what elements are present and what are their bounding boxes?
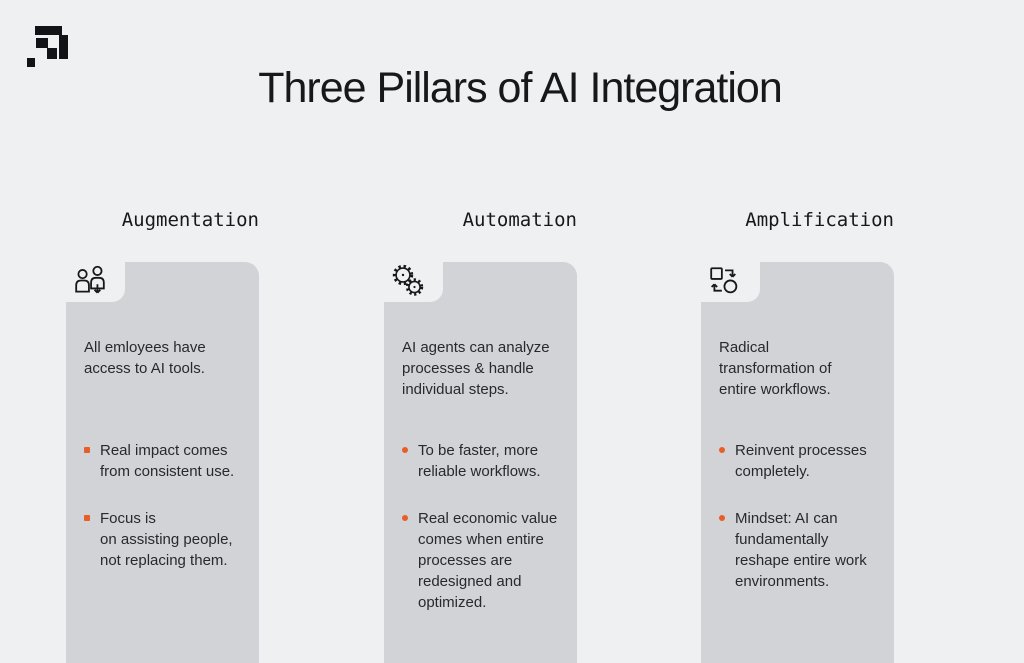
bullet-text: To be faster, more reliable workflows.	[418, 442, 541, 480]
bullet-marker	[84, 515, 90, 521]
bullet-text: Focus is on assisting people, not replac…	[100, 510, 233, 569]
icon-tab	[66, 262, 125, 302]
bullet-text: Mindset: AI can fundamentally reshape en…	[735, 510, 867, 590]
bullet-item: Focus is on assisting people, not replac…	[84, 508, 251, 571]
page-title: Three Pillars of AI Integration	[258, 64, 783, 112]
pillar-intro: Radical transformation of entire workflo…	[719, 339, 832, 398]
pillar-card-automation: AI agents can analyze processes & handle…	[384, 262, 577, 663]
pillar-heading-amplification: Amplification	[745, 209, 894, 231]
transform-icon	[710, 267, 738, 294]
bullet-marker	[719, 515, 725, 521]
bullet-text: Real economic value comes when entire pr…	[418, 510, 558, 611]
pillar-card-amplification: Radical transformation of entire workflo…	[701, 262, 894, 663]
bullet-list: Real impact comes from consistent use. F…	[66, 440, 259, 571]
bullet-list: Reinvent processes completely. Mindset: …	[701, 440, 894, 592]
gears-icon	[392, 264, 424, 296]
bullet-text: Reinvent processes completely.	[735, 442, 867, 480]
pillar-card-augmentation: All emloyees have access to AI tools. Re…	[66, 262, 259, 663]
pillar-intro: All emloyees have access to AI tools.	[84, 339, 206, 377]
bullet-marker	[402, 515, 408, 521]
people-access-icon	[75, 265, 105, 294]
bullet-marker	[402, 447, 408, 453]
pillar-heading-augmentation: Augmentation	[121, 209, 259, 231]
bullet-item: To be faster, more reliable workflows.	[402, 440, 569, 482]
pillar-heading-automation: Automation	[462, 209, 577, 231]
bullet-item: Real economic value comes when entire pr…	[402, 508, 569, 613]
bullet-marker	[719, 447, 725, 453]
bullet-text: Real impact comes from consistent use.	[100, 442, 235, 480]
pillar-intro: AI agents can analyze processes & handle…	[402, 339, 550, 398]
bullet-list: To be faster, more reliable workflows. R…	[384, 440, 577, 613]
pixel-arrow-logo	[27, 26, 68, 67]
bullet-item: Reinvent processes completely.	[719, 440, 886, 482]
bullet-item: Real impact comes from consistent use.	[84, 440, 251, 482]
bullet-marker	[84, 447, 90, 453]
bullet-item: Mindset: AI can fundamentally reshape en…	[719, 508, 886, 592]
